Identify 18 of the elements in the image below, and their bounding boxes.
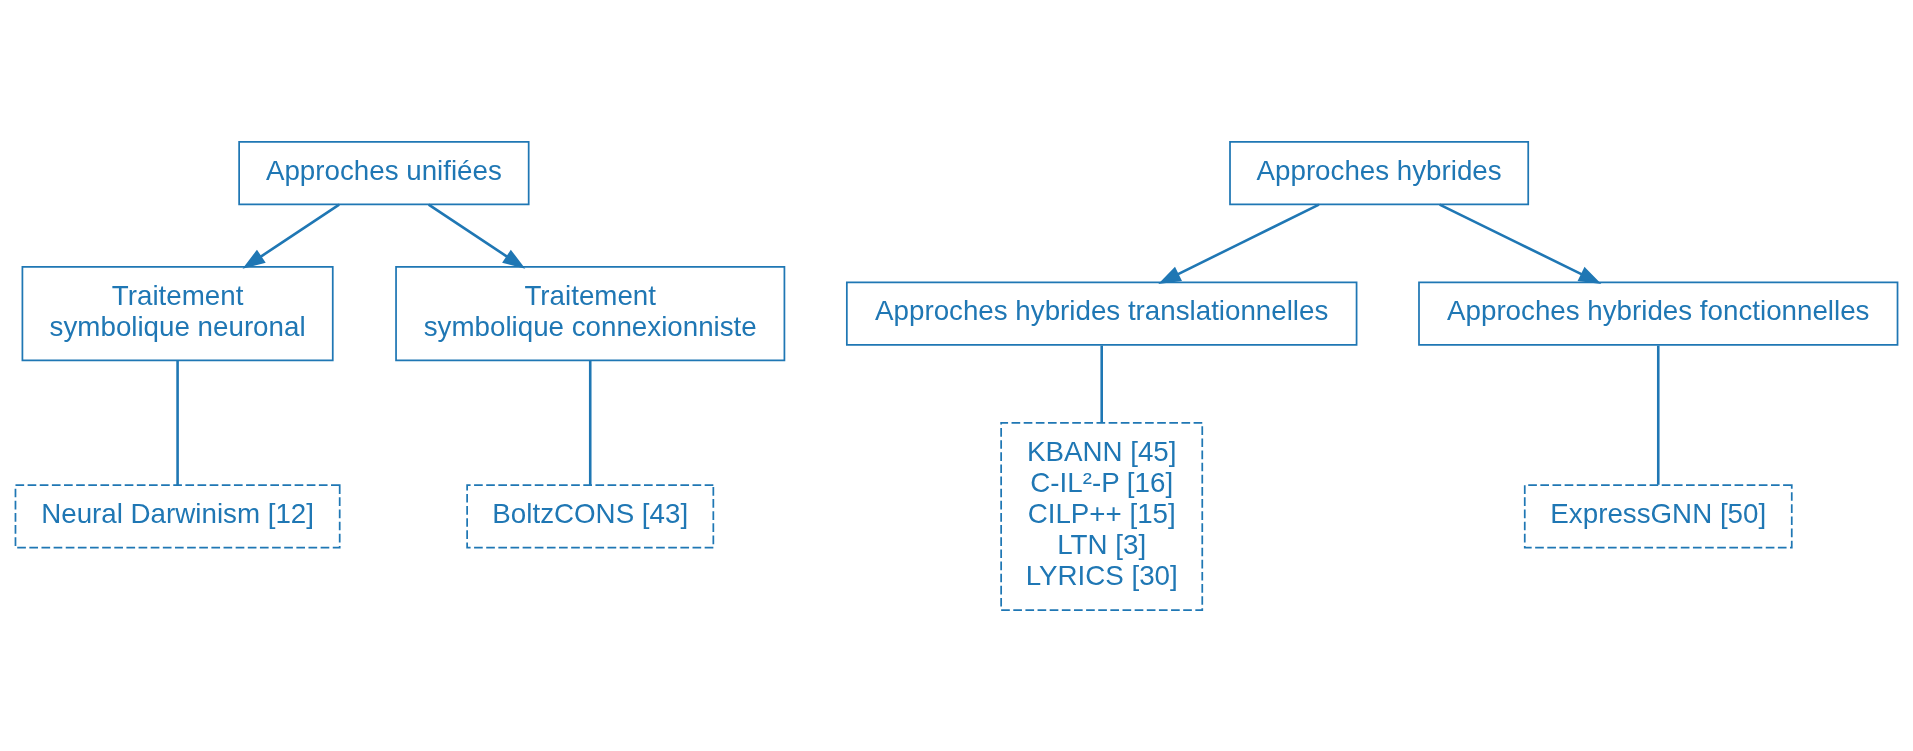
arrow	[242, 203, 340, 269]
node-box: Traitement symbolique neuronal	[21, 265, 334, 361]
node-box: Approches hybrides fonctionnelles	[1418, 281, 1899, 346]
node-box: Approches hybrides translationnelles	[845, 281, 1358, 346]
arrow	[1439, 202, 1602, 284]
connector	[1100, 345, 1103, 423]
connector	[588, 360, 592, 485]
node-box: BoltzCONS [43]	[466, 483, 715, 548]
node-box: Approches hybrides	[1229, 140, 1530, 205]
connector	[176, 360, 179, 485]
arrow	[427, 203, 526, 269]
node-box: Traitement symbolique connexionniste	[395, 265, 786, 361]
node-box: Neural Darwinism [12]	[14, 483, 341, 548]
node-box: Approches unifiées	[238, 140, 530, 205]
node-box: ExpressGNN [50]	[1523, 483, 1793, 548]
arrow	[1158, 202, 1320, 284]
connector	[1656, 345, 1660, 485]
node-box: KBANN [45] C-IL²-P [16] CILP++ [15] LTN [3] LYRICS [30]	[1000, 421, 1204, 611]
